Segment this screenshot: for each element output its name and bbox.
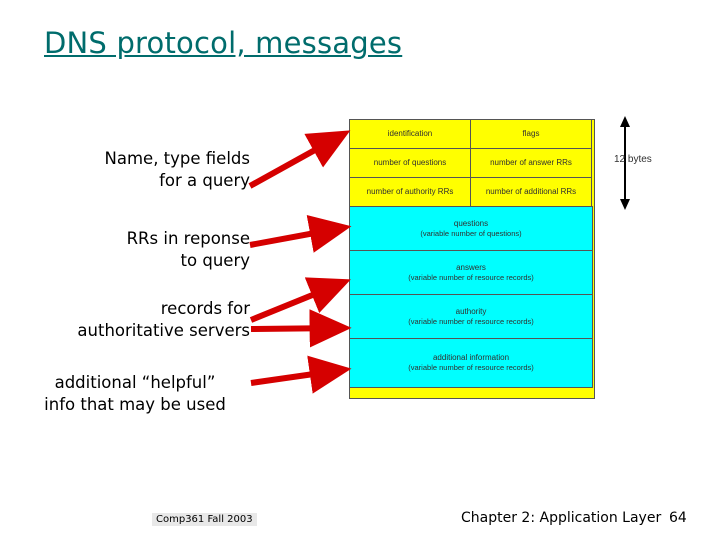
dns-section-row: answers (variable number of resource rec… [349,250,594,295]
dns-section-row: authority (variable number of resource r… [349,294,594,339]
dns-section-title: authority [455,306,487,316]
dns-field-identification: identification [349,119,471,149]
dns-field-number-of-authority-rrs: number of authority RRs [349,177,471,207]
callout-line: Name, type fields [104,149,250,168]
size-marker-label: 12 bytes [614,154,652,165]
dns-section-row: additional information (variable number … [349,338,594,388]
dns-field-number-of-answer-rrs: number of answer RRs [470,148,592,178]
dns-field-number-of-questions: number of questions [349,148,471,178]
callout-rrs-in-response: RRs in reponse to query [40,228,250,272]
page-title: DNS protocol, messages [44,26,403,60]
dns-section-subtitle: (variable number of resource records) [408,272,534,282]
dns-section-questions: questions (variable number of questions) [349,206,593,251]
arrow-to-questions [249,215,352,253]
dns-field-flags: flags [470,119,592,149]
callout-line: records for [160,299,250,318]
size-marker: 12 bytes [600,114,710,214]
dns-section-subtitle: (variable number of questions) [420,228,522,238]
dns-section-subtitle: (variable number of resource records) [408,363,534,373]
arrow-to-header [248,130,351,189]
footer-course: Comp361 Fall 2003 [152,513,257,526]
dns-field-number-of-additional-rrs: number of additional RRs [470,177,592,207]
dns-header-row: number of questions number of answer RRs [349,148,594,178]
size-marker-arrow-icon [620,116,630,210]
dns-header-row: number of authority RRs number of additi… [349,177,594,207]
callout-line: authoritative servers [77,320,250,340]
dns-section-title: questions [453,218,489,228]
arrow-to-authority [250,309,352,348]
dns-section-title: additional information [432,353,510,363]
dns-section-answers: answers (variable number of resource rec… [349,250,593,295]
callout-authoritative-servers: records for authoritative servers [20,298,250,342]
callout-line: additional “helpful” [54,373,216,392]
callout-name-type-fields: Name, type fields for a query [40,148,250,192]
dns-header-row: identification flags [349,119,594,149]
callout-line: info that may be used [44,394,226,414]
footer-chapter: Chapter 2: Application Layer [461,510,662,526]
dns-section-title: answers [456,262,486,272]
arrow-to-answers [249,277,351,323]
callout-line: RRs in reponse [126,229,250,248]
arrow-to-additional [250,355,352,394]
dns-section-subtitle: (variable number of resource records) [408,316,534,326]
callout-additional-info: additional “helpful” info that may be us… [20,372,250,416]
dns-section-additional-information: additional information (variable number … [349,338,593,388]
footer-page-number: 64 [669,510,687,526]
dns-section-row: questions (variable number of questions) [349,206,594,251]
callout-line: for a query [159,170,250,190]
callout-line: to query [180,250,250,270]
dns-message-diagram: identification flags number of questions… [349,119,595,399]
dns-section-authority: authority (variable number of resource r… [349,294,593,339]
